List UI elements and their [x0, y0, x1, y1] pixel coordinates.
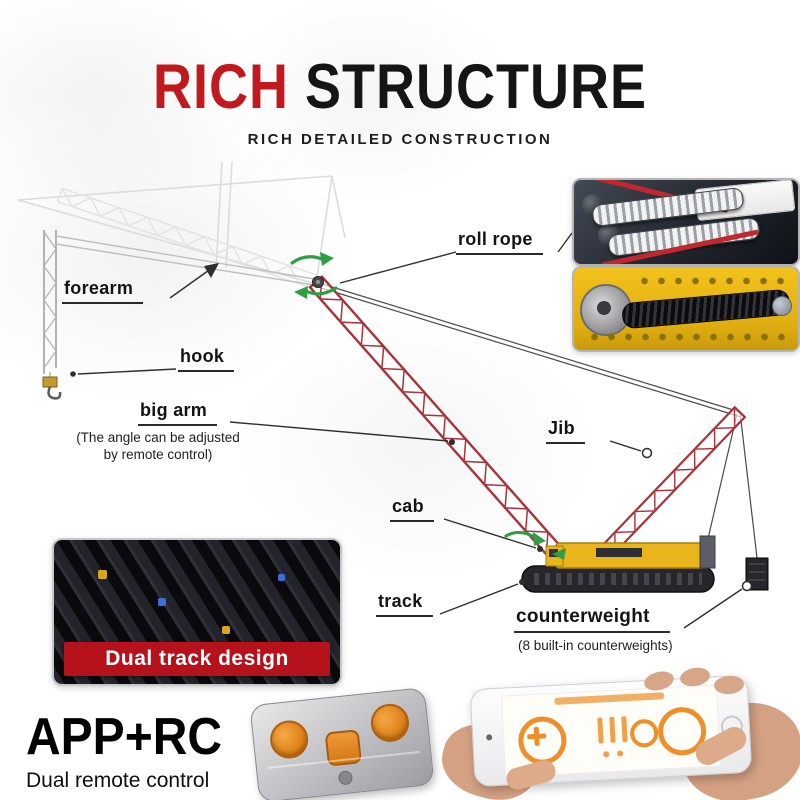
rope-coil — [621, 288, 791, 330]
app-ui-dot — [603, 751, 610, 758]
track-accent-dot — [278, 574, 285, 581]
ghost-structure — [17, 161, 346, 285]
remote-knob-right — [369, 701, 411, 744]
title-rich: RICH — [153, 52, 289, 123]
callout-cab: cab — [390, 496, 434, 522]
app-ui-slider — [597, 717, 604, 744]
app-rc-title: APP+RC — [26, 708, 223, 766]
apex-pulley — [312, 276, 324, 288]
callout-counterweight: counterweight — [514, 606, 670, 633]
inset-dual-track-photo: Dual track design — [52, 538, 342, 686]
counterweight-block — [745, 557, 769, 591]
callout-big-arm-note: (The angle can be adjusted by remote con… — [76, 430, 240, 462]
app-title-bar — [554, 692, 665, 705]
dual-track-banner: Dual track design — [64, 642, 330, 676]
superstructure — [555, 542, 707, 569]
main-boom-truss — [308, 275, 571, 568]
callout-track: track — [376, 591, 433, 617]
app-ui-slider — [609, 716, 616, 744]
forearm-mast — [43, 230, 57, 374]
app-ui-dot — [617, 750, 624, 757]
inset-pulley-photo — [572, 266, 800, 352]
remote-control-photo — [249, 687, 435, 800]
app-ui-left-joystick — [517, 715, 568, 766]
remote-screw — [337, 770, 354, 786]
beam-pin-holes — [586, 330, 786, 344]
gray-axle-end — [772, 296, 792, 316]
crawler-track — [521, 565, 715, 593]
callout-forearm: forearm — [62, 278, 144, 304]
callout-big-arm: big arm — [138, 400, 218, 426]
callout-roll-rope: roll rope — [456, 229, 543, 255]
app-ui-slider — [621, 716, 628, 743]
title-structure: STRUCTURE — [305, 52, 647, 123]
ghost-boom — [56, 187, 319, 290]
callout-hook: hook — [178, 346, 235, 372]
app-rc-subtitle: Dual remote control — [26, 769, 210, 792]
callout-jib: Jib — [546, 418, 585, 444]
operator-cab — [545, 545, 564, 567]
jib-truss — [593, 405, 747, 565]
hub-axle — [597, 301, 611, 315]
callout-counterweight-note: (8 built-in counterweights) — [518, 638, 673, 653]
track-accent-dot — [98, 570, 107, 579]
app-ui-dpad — [527, 733, 547, 740]
phone-camera-dot — [486, 734, 493, 741]
phone-and-hands — [434, 665, 800, 800]
app-ui-small-button — [629, 718, 659, 748]
track-accent-dot — [222, 626, 230, 634]
track-accent-dot — [158, 598, 166, 606]
remote-knob-left — [268, 718, 311, 761]
app-rc-block: APP+RC Dual remote control — [26, 708, 224, 800]
crane-body — [521, 535, 769, 593]
page-subtitle: RICH DETAILED CONSTRUCTION — [247, 131, 553, 148]
rear-counterweight — [699, 535, 716, 569]
hook-assembly — [42, 372, 62, 400]
inset-roll-rope-photo — [572, 178, 800, 266]
beam-pin-holes — [636, 274, 786, 288]
